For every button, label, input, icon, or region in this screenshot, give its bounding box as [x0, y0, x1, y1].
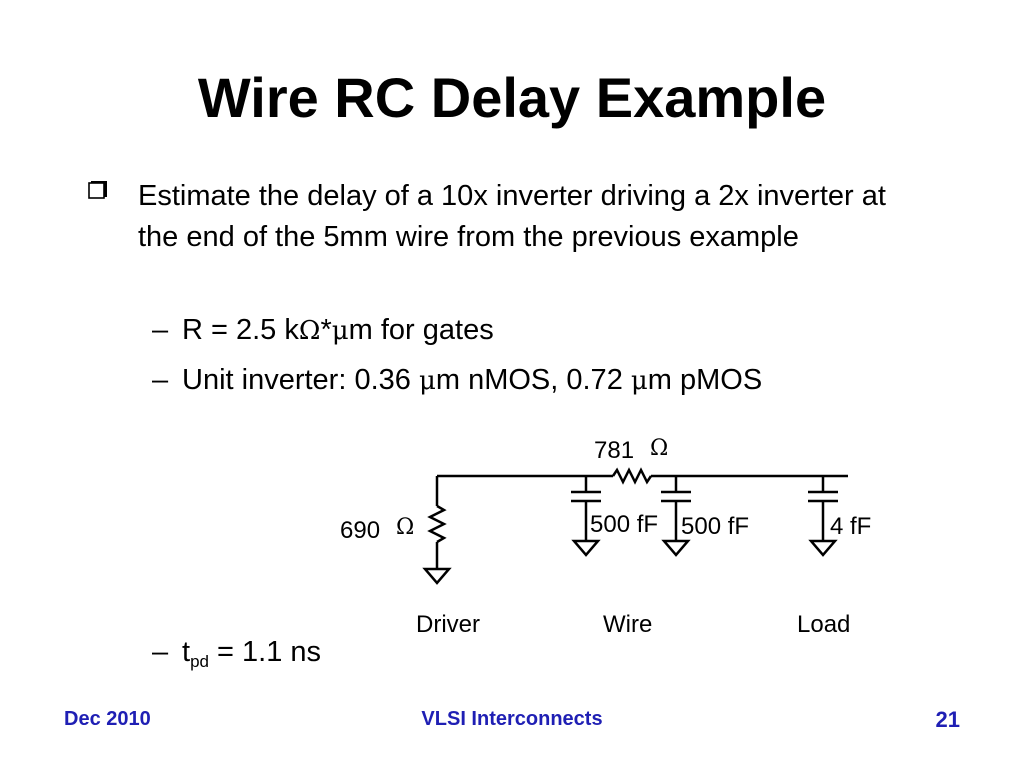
- footer-course-title: VLSI Interconnects: [421, 708, 603, 730]
- wire-ohm-symbol: Ω: [650, 436, 668, 461]
- load-label: Load: [797, 611, 850, 638]
- load-ground-icon: [808, 539, 838, 557]
- driver-ground-icon: [422, 567, 452, 585]
- wire-label: Wire: [603, 611, 652, 638]
- footer-date: Dec 2010: [64, 708, 151, 730]
- bullet-main-text: Estimate the delay of a 10x inverter dri…: [138, 180, 886, 253]
- footer-page-number: 21: [935, 707, 960, 732]
- sub-bullet-tpd: –tpd = 1.1 ns: [152, 632, 321, 672]
- driver-label: Driver: [416, 611, 480, 638]
- dash: –: [152, 636, 169, 668]
- wire-cap-1-label: 500 fF: [590, 511, 658, 538]
- slide-title: Wire RC Delay Example: [197, 66, 827, 129]
- wire-resistance-label: 781: [594, 437, 634, 464]
- checkbox-bullet-icon: [88, 181, 107, 199]
- driver-ohm-symbol: Ω: [396, 515, 414, 540]
- sub-bullet-resistance: –R = 2.5 kΩ*μm for gates: [152, 310, 494, 351]
- sub-bullet-unit-inverter: –Unit inverter: 0.36 μm nMOS, 0.72 μm pM…: [152, 360, 762, 401]
- wire-cap-1-ground-icon: [571, 539, 601, 557]
- wire-cap-2-ground-icon: [661, 539, 691, 557]
- wire-cap-2-label: 500 fF: [681, 513, 749, 540]
- driver-resistance-label: 690: [340, 517, 380, 544]
- wire-resistor-icon: [611, 467, 653, 485]
- load-cap-label: 4 fF: [830, 513, 871, 540]
- dash: –: [152, 364, 169, 396]
- driver-resistor-icon: [427, 504, 447, 544]
- dash: –: [152, 314, 169, 346]
